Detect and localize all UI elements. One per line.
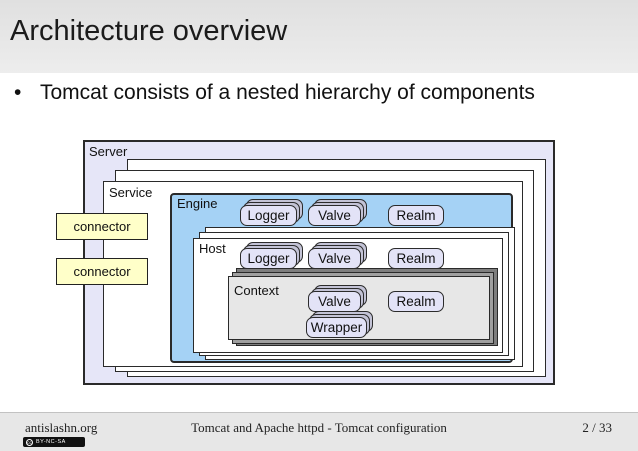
context-valve-box: Valve xyxy=(308,285,367,312)
engine-valve-label: Valve xyxy=(308,205,361,226)
context-label: Context xyxy=(234,283,279,298)
engine-logger-label: Logger xyxy=(240,205,297,226)
host-realm-box: Realm xyxy=(388,248,444,269)
host-label: Host xyxy=(199,241,226,256)
page-number: 2 / 33 xyxy=(582,420,612,435)
wrapper-box: Wrapper xyxy=(306,311,373,338)
server-label: Server xyxy=(89,144,128,159)
page-title: Architecture overview xyxy=(10,15,288,47)
slide-title-band: Architecture overview xyxy=(0,0,638,73)
engine-logger-box: Logger xyxy=(240,199,303,226)
context-valve-label: Valve xyxy=(308,291,361,312)
host-logger-box: Logger xyxy=(240,242,303,269)
context-realm-box: Realm xyxy=(388,291,444,312)
engine-valve-box: Valve xyxy=(308,199,367,226)
host-realm-label: Realm xyxy=(388,248,444,269)
footer-site-text: antislashn.org xyxy=(25,420,98,435)
engine-realm-box: Realm xyxy=(388,205,444,226)
bullet-text: Tomcat consists of a nested hierarchy of… xyxy=(40,81,535,104)
cc-circle-icon: cc xyxy=(26,438,33,446)
service-label: Service xyxy=(109,185,153,200)
cc-license-badge: cc BY-NC-SA xyxy=(23,437,85,447)
context-realm-label: Realm xyxy=(388,291,444,312)
connector-box: connector xyxy=(56,258,148,285)
footer-bar: antislashn.org Tomcat and Apache httpd -… xyxy=(0,412,638,451)
bullet-row: • Tomcat consists of a nested hierarchy … xyxy=(14,81,535,105)
host-valve-label: Valve xyxy=(308,248,361,269)
wrapper-label: Wrapper xyxy=(306,317,367,338)
engine-realm-label: Realm xyxy=(388,205,444,226)
connector-box: connector xyxy=(56,213,148,240)
engine-label: Engine xyxy=(177,196,218,211)
bullet-icon: • xyxy=(14,81,22,104)
footer-center-text: Tomcat and Apache httpd - Tomcat configu… xyxy=(191,420,447,435)
cc-license-text: BY-NC-SA xyxy=(36,439,66,445)
host-valve-box: Valve xyxy=(308,242,367,269)
host-logger-label: Logger xyxy=(240,248,297,269)
